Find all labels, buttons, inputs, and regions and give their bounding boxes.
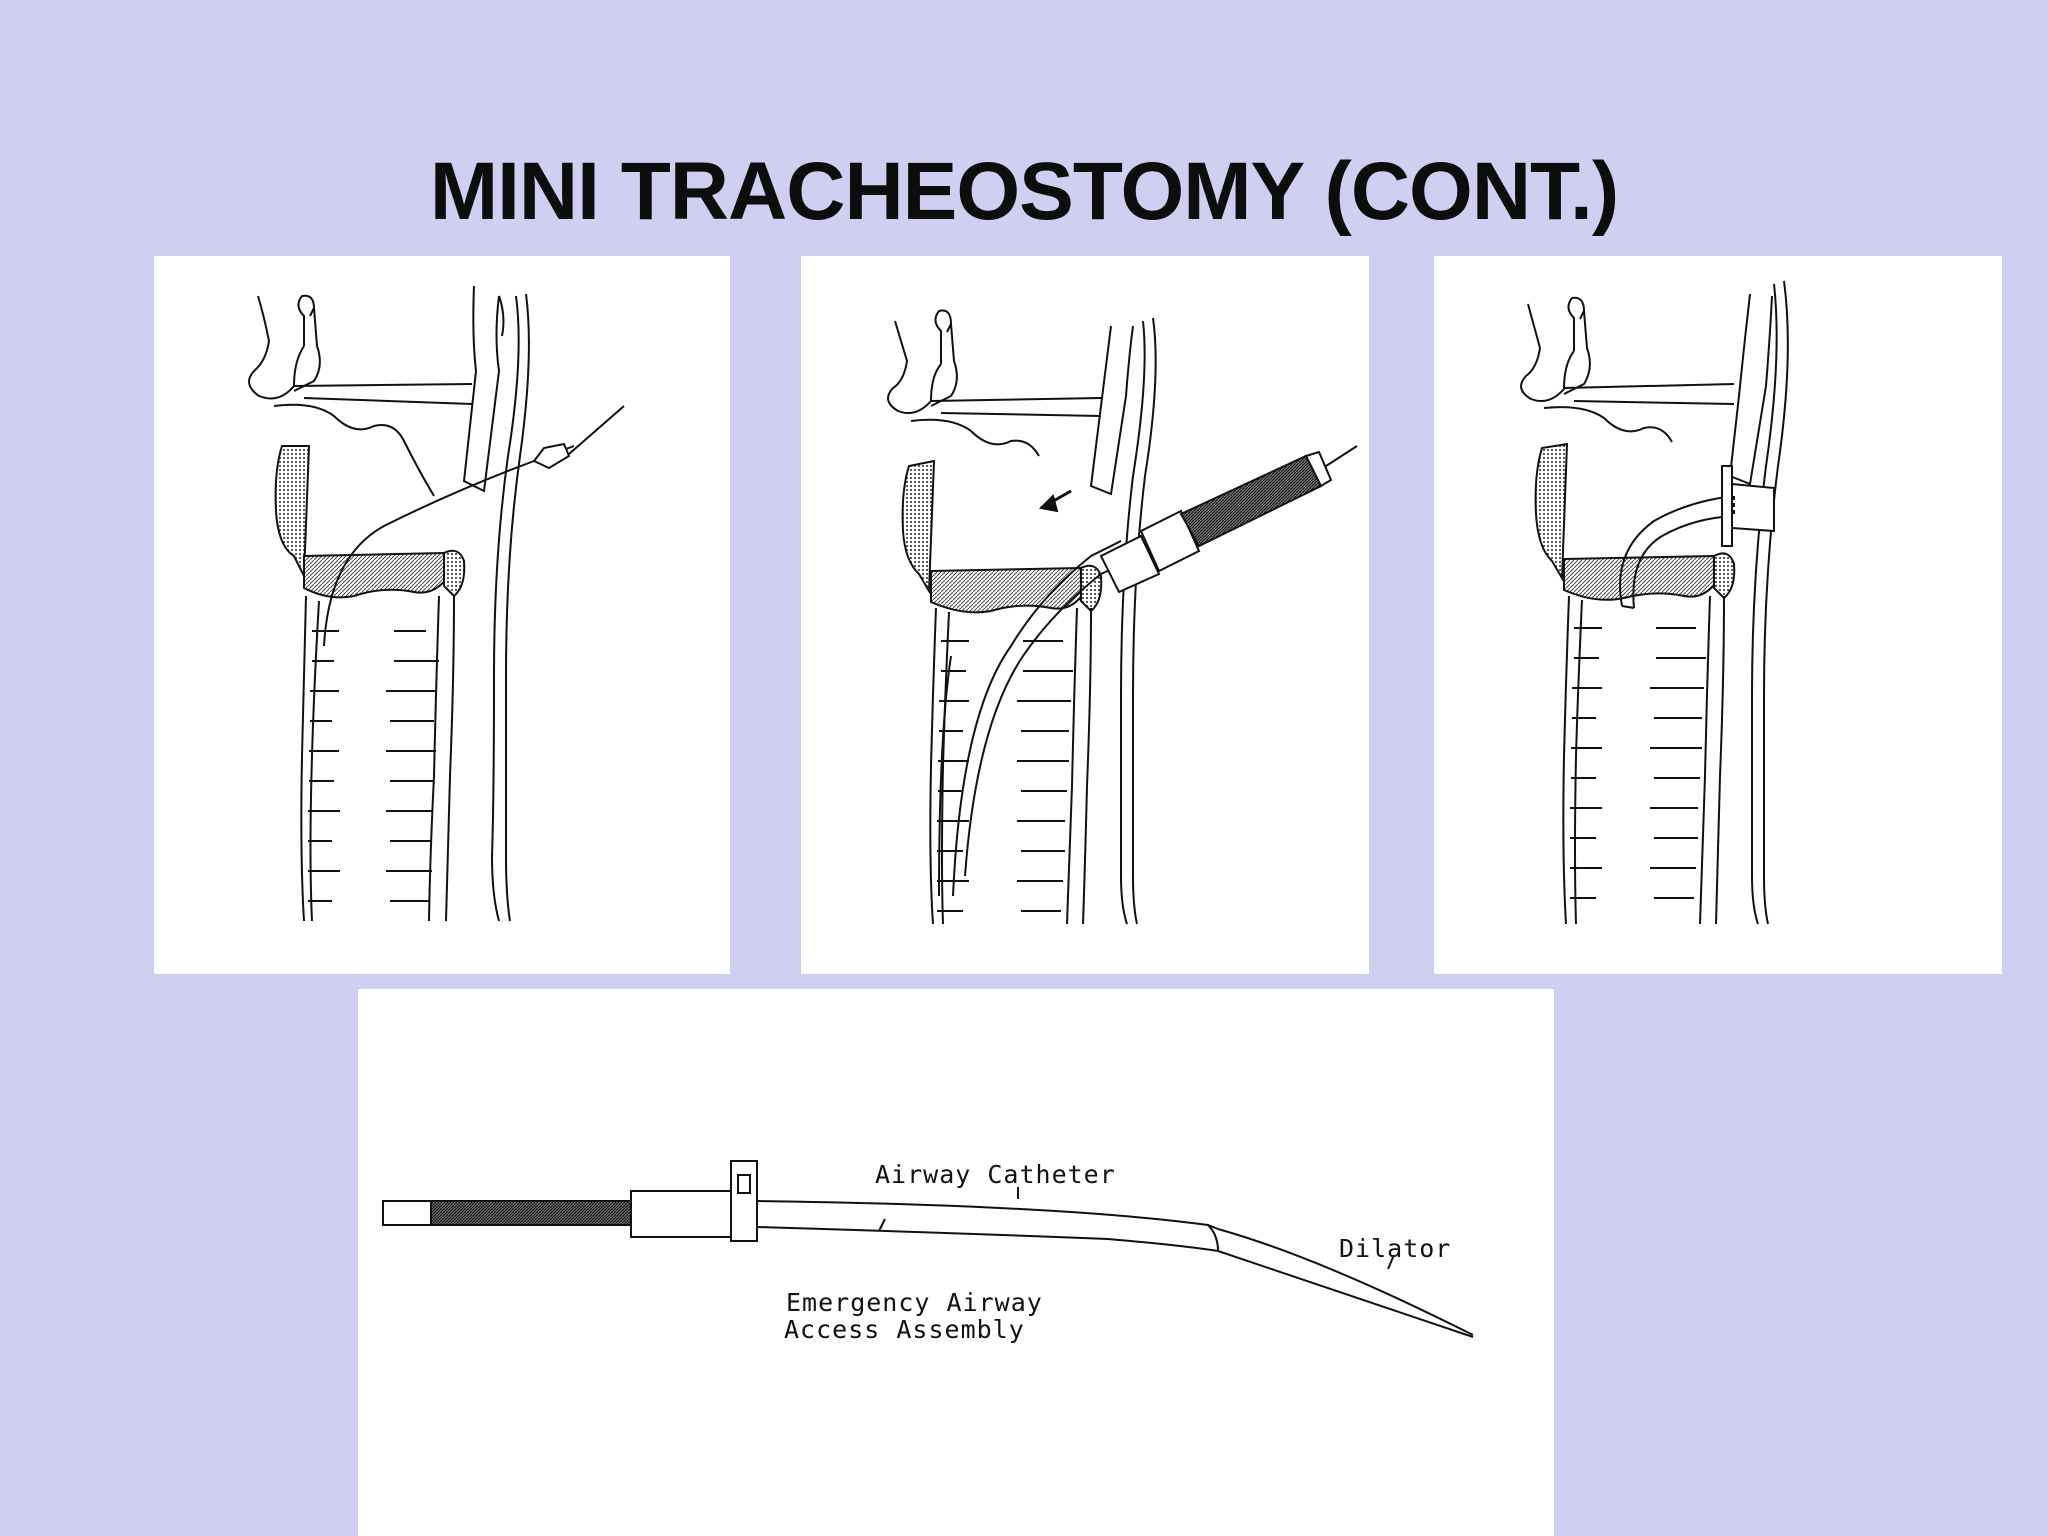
airway-catheter-label: Airway Catheter — [875, 1160, 1116, 1189]
figure-step-3 — [1434, 256, 2002, 974]
airway-assembly-drawing — [382, 1160, 1474, 1338]
larynx-diagram-dilator — [887, 309, 1358, 925]
assembly-label-line-2: Access Assembly — [784, 1315, 1025, 1344]
slide-title: MINI TRACHEOSTOMY (CONT.) — [429, 146, 1619, 237]
assembly-label-line-1: Emergency Airway — [786, 1288, 1043, 1317]
dilator-label: Dilator — [1339, 1234, 1452, 1263]
larynx-diagram-catheter — [1520, 280, 1789, 925]
figure-step-2 — [801, 256, 1369, 974]
larynx-diagram-needle — [248, 285, 625, 922]
device-assembly-panel: Airway Catheter Dilator Emergency Airway… — [358, 989, 1554, 1536]
figure-step-1 — [154, 256, 730, 974]
